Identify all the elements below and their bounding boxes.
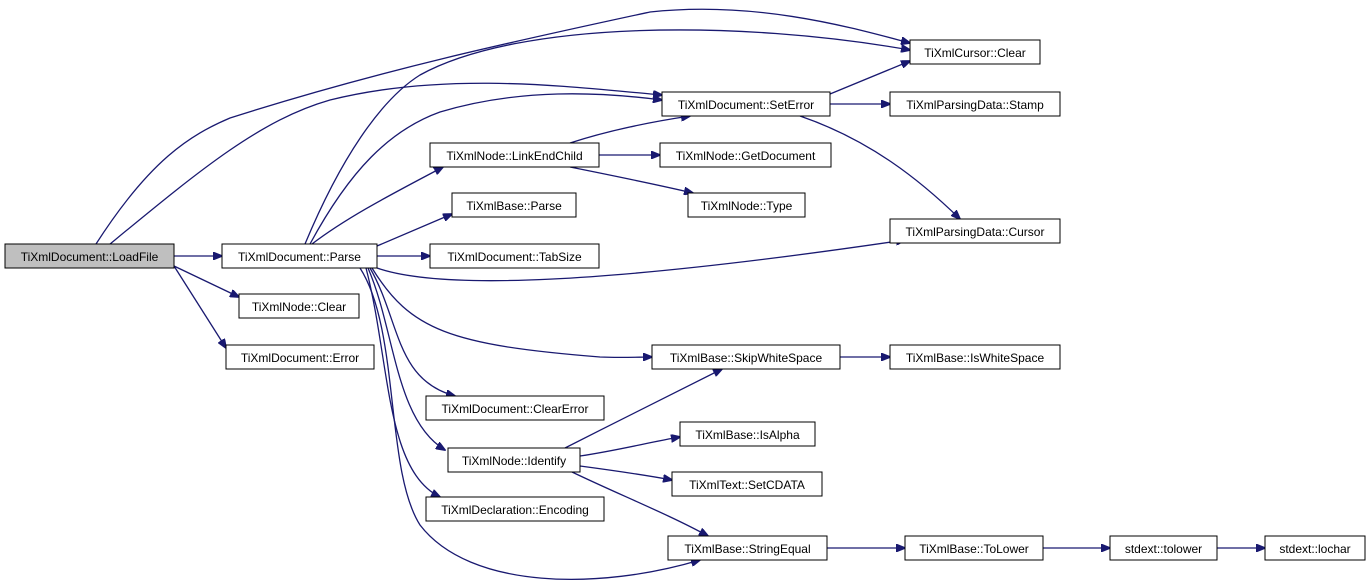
node-getdoc[interactable]: TiXmlNode::GetDocument: [659, 142, 832, 168]
node-label: TiXmlBase::ToLower: [919, 542, 1029, 556]
node-skipws[interactable]: TiXmlBase::SkipWhiteSpace: [651, 344, 841, 370]
node-label: TiXmlNode::GetDocument: [676, 149, 816, 163]
node-box: [4, 243, 175, 269]
call-nodes: TiXmlDocument::LoadFile TiXmlDocument::Pa…: [4, 39, 1366, 561]
node-label: TiXmlDocument::Parse: [238, 250, 361, 264]
edge-parse-to-skipws: [371, 267, 652, 357]
edge-linkend-to-seterror: [569, 116, 690, 144]
node-box: [1264, 535, 1366, 561]
node-box: [429, 142, 600, 168]
node-label: TiXmlNode::Identify: [462, 454, 566, 468]
node-box: [1109, 535, 1218, 561]
node-box: [451, 192, 577, 218]
node-label: TiXmlNode::LinkEndChild: [446, 149, 582, 163]
node-loadfile[interactable]: TiXmlDocument::LoadFile: [4, 243, 175, 269]
node-box: [425, 395, 605, 421]
node-box: [889, 344, 1061, 370]
node-box: [667, 535, 828, 561]
node-label: TiXmlBase::Parse: [466, 199, 562, 213]
node-cursorclear[interactable]: TiXmlCursor::Clear: [909, 39, 1041, 65]
node-clearerror[interactable]: TiXmlDocument::ClearError: [425, 395, 605, 421]
node-label: TiXmlBase::IsAlpha: [695, 428, 800, 442]
node-box: [429, 243, 600, 269]
node-label: TiXmlNode::Clear: [252, 300, 346, 314]
node-label: TiXmlBase::StringEqual: [684, 542, 810, 556]
node-streq[interactable]: TiXmlBase::StringEqual: [667, 535, 828, 561]
node-label: TiXmlText::SetCDATA: [689, 478, 805, 492]
node-label: TiXmlDeclaration::Encoding: [441, 503, 589, 517]
node-box: [225, 344, 375, 370]
node-label: stdext::lochar: [1279, 542, 1350, 556]
node-encoding[interactable]: TiXmlDeclaration::Encoding: [425, 496, 605, 522]
edge-parse-to-cursorclear: [304, 29, 910, 245]
node-label: TiXmlBase::IsWhiteSpace: [906, 351, 1045, 365]
node-box: [659, 142, 832, 168]
node-linkend[interactable]: TiXmlNode::LinkEndChild: [429, 142, 600, 168]
node-box: [889, 91, 1061, 117]
edge-identify-to-streq: [571, 471, 708, 536]
node-box: [661, 91, 831, 117]
node-box: [679, 421, 816, 447]
node-parse[interactable]: TiXmlDocument::Parse: [221, 243, 378, 269]
node-tabsize[interactable]: TiXmlDocument::TabSize: [429, 243, 600, 269]
edge-loadfile-to-nodeclear: [173, 265, 239, 297]
edge-identify-to-setcdata: [579, 465, 672, 480]
node-stamp[interactable]: TiXmlParsingData::Stamp: [889, 91, 1061, 117]
node-box: [221, 243, 378, 269]
edge-identify-to-isalpha: [579, 437, 680, 457]
edge-parse-to-streq: [359, 267, 700, 580]
edge-parse-to-pdcursor: [376, 240, 905, 282]
node-label: TiXmlDocument::SetError: [678, 98, 814, 112]
node-lochar[interactable]: stdext::lochar: [1264, 535, 1366, 561]
node-box: [909, 39, 1041, 65]
edge-parse-to-baseparse: [376, 214, 452, 247]
node-stdtolower[interactable]: stdext::tolower: [1109, 535, 1218, 561]
node-label: TiXmlNode::Type: [701, 199, 793, 213]
node-label: stdext::tolower: [1125, 542, 1202, 556]
node-label: TiXmlDocument::LoadFile: [21, 250, 159, 264]
node-baseparse[interactable]: TiXmlBase::Parse: [451, 192, 577, 218]
edge-loadfile-to-docerror: [173, 265, 226, 348]
node-label: TiXmlParsingData::Cursor: [906, 225, 1045, 239]
edge-linkend-to-type: [569, 166, 693, 193]
edge-parse-to-seterror: [309, 93, 662, 245]
node-docerror[interactable]: TiXmlDocument::Error: [225, 344, 375, 370]
node-box: [889, 218, 1061, 244]
node-seterror[interactable]: TiXmlDocument::SetError: [661, 91, 831, 117]
node-box: [687, 192, 806, 218]
node-label: TiXmlDocument::ClearError: [442, 402, 589, 416]
node-type[interactable]: TiXmlNode::Type: [687, 192, 806, 218]
node-nodeclear[interactable]: TiXmlNode::Clear: [238, 293, 360, 319]
node-box: [447, 447, 581, 473]
node-setcdata[interactable]: TiXmlText::SetCDATA: [671, 471, 823, 497]
node-label: TiXmlDocument::Error: [241, 351, 359, 365]
node-label: TiXmlDocument::TabSize: [447, 250, 582, 264]
edge-identify-to-skipws: [564, 369, 722, 449]
node-label: TiXmlParsingData::Stamp: [906, 98, 1044, 112]
node-tolower[interactable]: TiXmlBase::ToLower: [904, 535, 1044, 561]
edge-seterror-to-pdcursor: [799, 115, 960, 219]
node-box: [904, 535, 1044, 561]
call-edges: [95, 8, 1265, 580]
node-box: [425, 496, 605, 522]
node-label: TiXmlCursor::Clear: [924, 46, 1026, 60]
node-isws[interactable]: TiXmlBase::IsWhiteSpace: [889, 344, 1061, 370]
node-box: [238, 293, 360, 319]
edge-parse-to-clearerror: [369, 267, 455, 396]
edge-seterror-to-cursorclear: [829, 61, 910, 95]
node-pdcursor[interactable]: TiXmlParsingData::Cursor: [889, 218, 1061, 244]
edge-parse-to-identify: [367, 267, 445, 450]
node-isalpha[interactable]: TiXmlBase::IsAlpha: [679, 421, 816, 447]
edge-loadfile-to-cursorclear: [95, 8, 910, 245]
edge-parse-to-linkend: [311, 167, 443, 245]
node-box: [651, 344, 841, 370]
node-label: TiXmlBase::SkipWhiteSpace: [670, 351, 823, 365]
edge-loadfile-to-seterror: [109, 82, 662, 245]
node-identify[interactable]: TiXmlNode::Identify: [447, 447, 581, 473]
node-box: [671, 471, 823, 497]
edge-parse-to-encoding: [365, 267, 440, 497]
